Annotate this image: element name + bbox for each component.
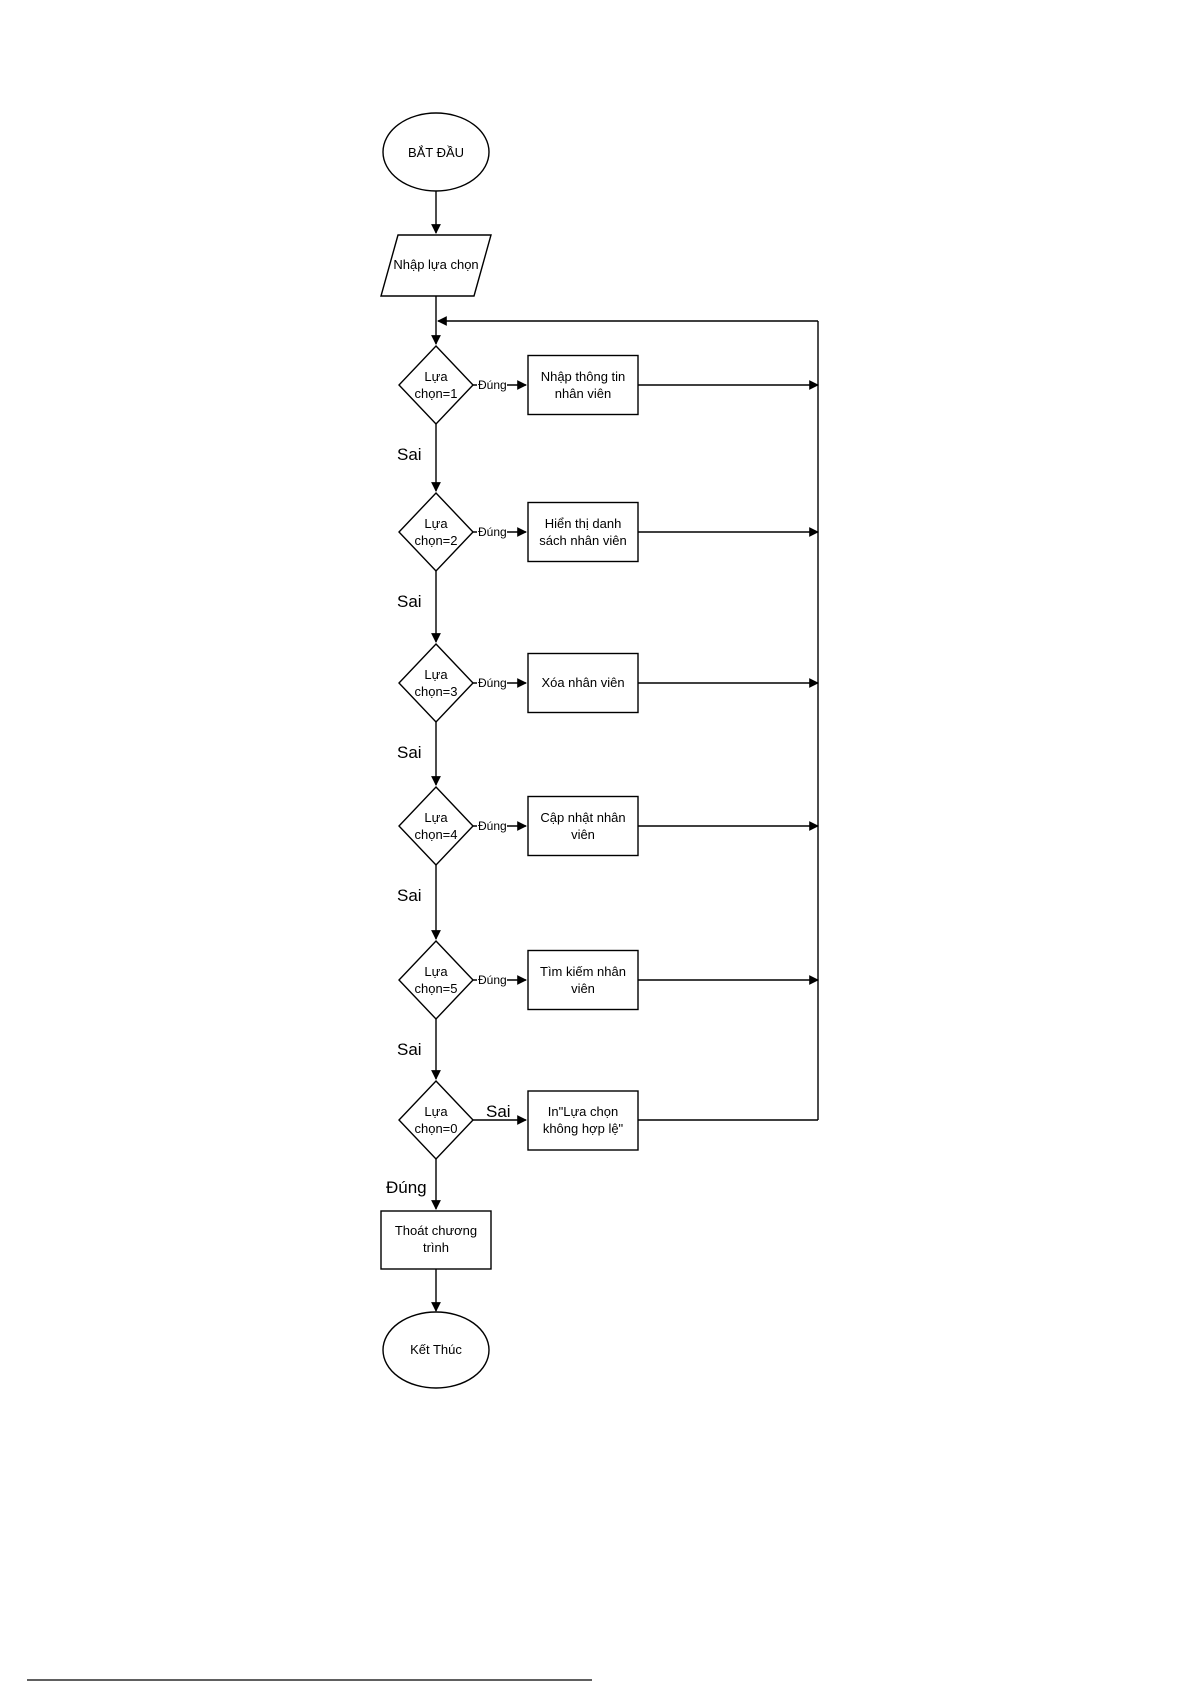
action-5-line1: Tìm kiếm nhân bbox=[540, 964, 626, 979]
decision-4-no-label: Sai bbox=[397, 886, 422, 905]
action-3-line1: Xóa nhân viên bbox=[541, 675, 624, 690]
action-2-line1: Hiển thị danh bbox=[545, 516, 622, 531]
action-1-line2: nhân viên bbox=[555, 386, 611, 401]
exit-program-box bbox=[380, 1210, 492, 1270]
decision-1-yes-bg bbox=[477, 377, 507, 391]
action-4-line1: Cập nhật nhân bbox=[540, 810, 625, 825]
action-4-line2: viên bbox=[571, 827, 595, 842]
decision-0-no-label: Sai bbox=[486, 1102, 511, 1121]
action-box-1 bbox=[527, 354, 639, 416]
action-1-line1: Nhập thông tin bbox=[541, 369, 626, 384]
decision-5-line2: chọn=5 bbox=[414, 981, 457, 996]
decision-4-yes-label: Đúng bbox=[478, 819, 507, 833]
decision-diamond-0 bbox=[398, 1079, 474, 1161]
decision-4-line2: chọn=4 bbox=[414, 827, 457, 842]
decision-3-line1: Lựa bbox=[424, 667, 448, 682]
input-label: Nhập lựa chọn bbox=[393, 257, 478, 272]
decision-5-yes-bg bbox=[477, 972, 507, 986]
exit-line2: trình bbox=[423, 1240, 449, 1255]
invalid-choice-line2: không hợp lệ" bbox=[543, 1121, 624, 1136]
decision-2-no-label: Sai bbox=[397, 592, 422, 611]
decision-diamond-5 bbox=[398, 939, 474, 1021]
decision-diamond-1 bbox=[398, 344, 474, 426]
input-parallelogram bbox=[380, 234, 492, 297]
end-label: Kết Thúc bbox=[410, 1342, 462, 1357]
decision-1-line2: chọn=1 bbox=[414, 386, 457, 401]
action-box-4 bbox=[527, 795, 639, 857]
decision-3-yes-bg bbox=[477, 675, 507, 689]
decision-0-yes-label: Đúng bbox=[386, 1178, 427, 1197]
decision-2-line1: Lựa bbox=[424, 516, 448, 531]
exit-line1: Thoát chương bbox=[395, 1223, 477, 1238]
start-label: BẮT ĐẦU bbox=[408, 145, 464, 160]
decision-2-yes-label: Đúng bbox=[478, 525, 507, 539]
decision-5-yes-label: Đúng bbox=[478, 973, 507, 987]
invalid-choice-box bbox=[527, 1090, 639, 1151]
decision-5-no-label: Sai bbox=[397, 1040, 422, 1059]
decision-diamond-4 bbox=[398, 785, 474, 867]
decision-3-line2: chọn=3 bbox=[414, 684, 457, 699]
decision-4-yes-bg bbox=[477, 818, 507, 832]
decision-3-yes-label: Đúng bbox=[478, 676, 507, 690]
decision-1-no-label: Sai bbox=[397, 445, 422, 464]
invalid-choice-line1: In"Lựa chọn bbox=[548, 1104, 618, 1119]
decision-diamond-3 bbox=[398, 642, 474, 724]
decision-1-yes-label: Đúng bbox=[478, 378, 507, 392]
decision-0-line1: Lựa bbox=[424, 1104, 448, 1119]
end-terminal bbox=[382, 1311, 490, 1389]
decision-1-line1: Lựa bbox=[424, 369, 448, 384]
decision-5-line1: Lựa bbox=[424, 964, 448, 979]
decision-3-no-label: Sai bbox=[397, 743, 422, 762]
action-5-line2: viên bbox=[571, 981, 595, 996]
decision-2-line2: chọn=2 bbox=[414, 533, 457, 548]
action-2-line2: sách nhân viên bbox=[539, 533, 626, 548]
action-box-5 bbox=[527, 949, 639, 1011]
action-box-3 bbox=[527, 652, 639, 714]
decision-4-line1: Lựa bbox=[424, 810, 448, 825]
decision-2-yes-bg bbox=[477, 524, 507, 538]
decision-0-line2: chọn=0 bbox=[414, 1121, 457, 1136]
action-box-2 bbox=[527, 501, 639, 563]
decision-diamond-2 bbox=[398, 491, 474, 573]
